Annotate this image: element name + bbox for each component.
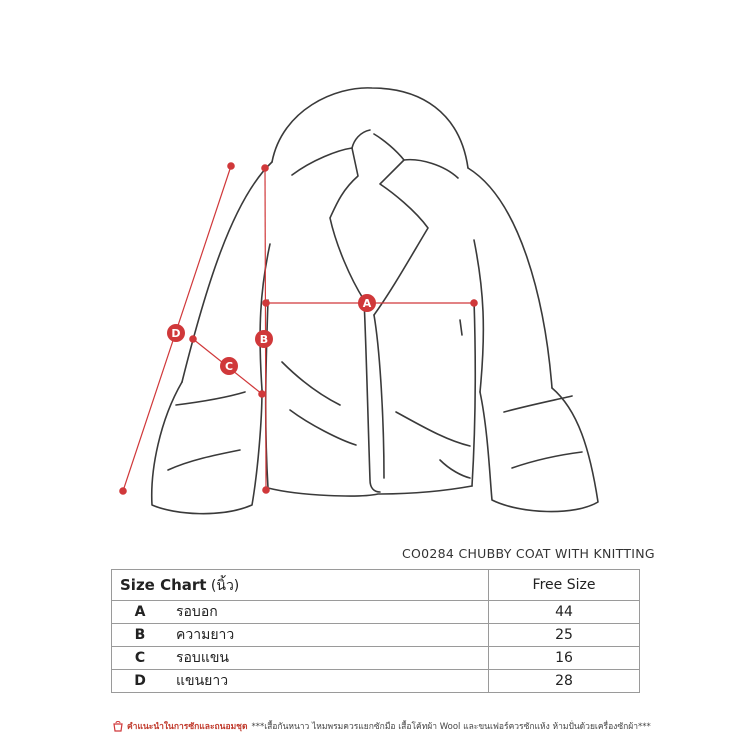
- size-chart-unit: (นิ้ว): [210, 577, 240, 594]
- measurement-value: 28: [488, 669, 640, 693]
- left-cuff-fold-2: [167, 449, 241, 471]
- right-cuff: [479, 387, 599, 513]
- table-row: B ความยาว 25: [111, 623, 640, 647]
- size-chart-header-row: Size Chart (นิ้ว) Free Size: [111, 569, 640, 601]
- measure-endpoint-a-right: [470, 299, 478, 307]
- pocket-right: [395, 411, 471, 447]
- measurement-badges: A B C D: [167, 294, 376, 375]
- care-instructions: คำแนะนำในการซักและถนอมชุด ***เสื้อกันหนา…: [113, 719, 743, 733]
- right-cuff-fold-2: [511, 451, 583, 469]
- left-sleeve: [181, 161, 273, 383]
- badge-b: [255, 330, 273, 348]
- measure-endpoint-b-bottom: [262, 486, 270, 494]
- measure-endpoint-c-top: [189, 335, 197, 343]
- badge-c-label: C: [225, 360, 233, 373]
- measurement-value: 44: [488, 600, 640, 624]
- product-title: CO0284 CHUBBY COAT WITH KNITTING: [402, 546, 655, 561]
- collar-notch-right: [373, 133, 405, 161]
- right-sleeve-inner: [473, 239, 485, 393]
- size-chart-table: Size Chart (นิ้ว) Free Size A รอบอก 44 B…: [111, 569, 640, 693]
- measurement-value: 25: [488, 623, 640, 647]
- measurement-key: A: [111, 600, 168, 624]
- measure-endpoint-d-bottom: [119, 487, 127, 495]
- right-cuff-fold: [503, 395, 573, 413]
- measurement-label: รอบอก: [168, 600, 489, 624]
- fold-line-2: [459, 319, 463, 336]
- left-cuff: [150, 381, 263, 515]
- badge-c: [220, 357, 238, 375]
- front-overlap: [373, 314, 385, 479]
- left-cuff-fold: [175, 391, 246, 406]
- body-right-side: [471, 299, 477, 487]
- coat-measurement-diagram: A B C D: [119, 87, 599, 515]
- badge-a-label: A: [363, 297, 372, 310]
- size-chart-title-cell: Size Chart (นิ้ว): [111, 569, 489, 601]
- table-row: D แขนยาว 28: [111, 669, 640, 693]
- right-sleeve: [467, 167, 553, 389]
- care-title: คำแนะนำในการซักและถนอมชุด: [127, 722, 248, 732]
- measurement-label: แขนยาว: [168, 669, 489, 693]
- measure-line-b: [264, 167, 267, 491]
- measure-endpoint-c-bottom: [258, 390, 266, 398]
- badge-b-label: B: [260, 333, 268, 346]
- collar-notch-left: [351, 129, 371, 149]
- fold-line-3: [439, 459, 471, 479]
- body-hem: [267, 485, 473, 497]
- badge-a: [358, 294, 376, 312]
- table-row: A รอบอก 44: [111, 600, 640, 624]
- left-lapel: [291, 147, 365, 301]
- measurement-key: B: [111, 623, 168, 647]
- badge-d-label: D: [171, 327, 180, 340]
- measurement-value: 16: [488, 646, 640, 670]
- measure-endpoint-d-top: [227, 162, 235, 170]
- size-column-header: Free Size: [488, 569, 640, 601]
- care-text: ***เสื้อกันหนาว ไหมพรมควรแยกซักมือ เสื้อ…: [251, 722, 651, 732]
- measurement-key: D: [111, 669, 168, 693]
- right-lapel: [373, 158, 459, 316]
- hand-wash-icon: [113, 721, 123, 732]
- coat-outline: [150, 87, 599, 515]
- size-chart-title: Size Chart: [120, 575, 207, 594]
- left-sleeve-inner: [259, 243, 271, 391]
- pocket-left: [289, 409, 357, 446]
- badge-d: [167, 324, 185, 342]
- center-front: [363, 299, 381, 493]
- table-row: C รอบแขน 16: [111, 646, 640, 670]
- measurement-label: รอบแขน: [168, 646, 489, 670]
- measurement-label: ความยาว: [168, 623, 489, 647]
- measurement-key: C: [111, 646, 168, 670]
- collar-outline: [271, 87, 469, 169]
- measure-endpoint-b-top: [261, 164, 269, 172]
- fold-line-1: [281, 361, 341, 406]
